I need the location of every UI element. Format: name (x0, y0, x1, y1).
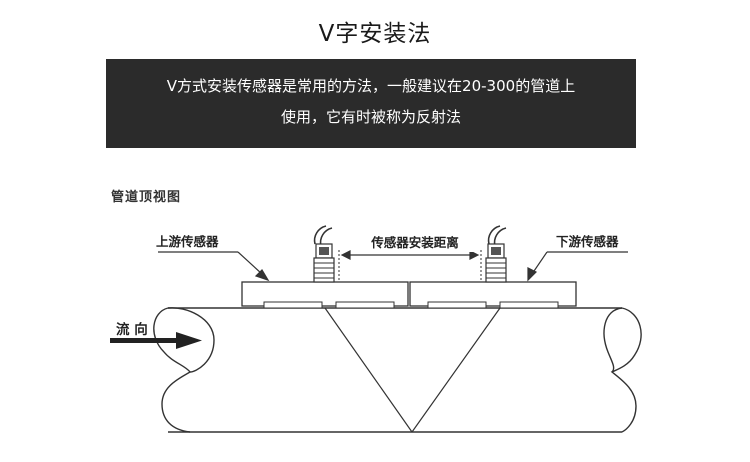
pipe-top-view-label: 管道顶视图 (111, 190, 182, 205)
upstream-label: 上游传感器 (156, 234, 219, 249)
flow-arrow-icon (110, 332, 202, 349)
description-box: V方式安装传感器是常用的方法，一般建议在20-300的管道上 使用，它有时被称为… (106, 59, 636, 148)
downstream-leader-arrow (527, 251, 628, 282)
pipe (153, 307, 642, 433)
v-signal-path (324, 307, 501, 433)
upstream-leader-arrow (158, 251, 270, 282)
downstream-mount-block (409, 281, 577, 309)
upstream-mount-block (241, 281, 409, 309)
distance-label-bg (356, 234, 474, 252)
downstream-label: 下游传感器 (556, 234, 619, 249)
description-line-1: V方式安装传感器是常用的方法，一般建议在20-300的管道上 (166, 77, 576, 95)
distance-label: 传感器安装距离 (370, 235, 459, 250)
distance-arrow (340, 250, 480, 260)
upstream-sensor-icon (313, 225, 335, 283)
flow-label: 流 向 (116, 321, 148, 338)
page-title: V字安装法 (318, 21, 432, 47)
distance-guides (338, 250, 482, 282)
description-line-2: 使用，它有时被称为反射法 (280, 108, 461, 126)
downstream-sensor-icon (485, 225, 507, 283)
